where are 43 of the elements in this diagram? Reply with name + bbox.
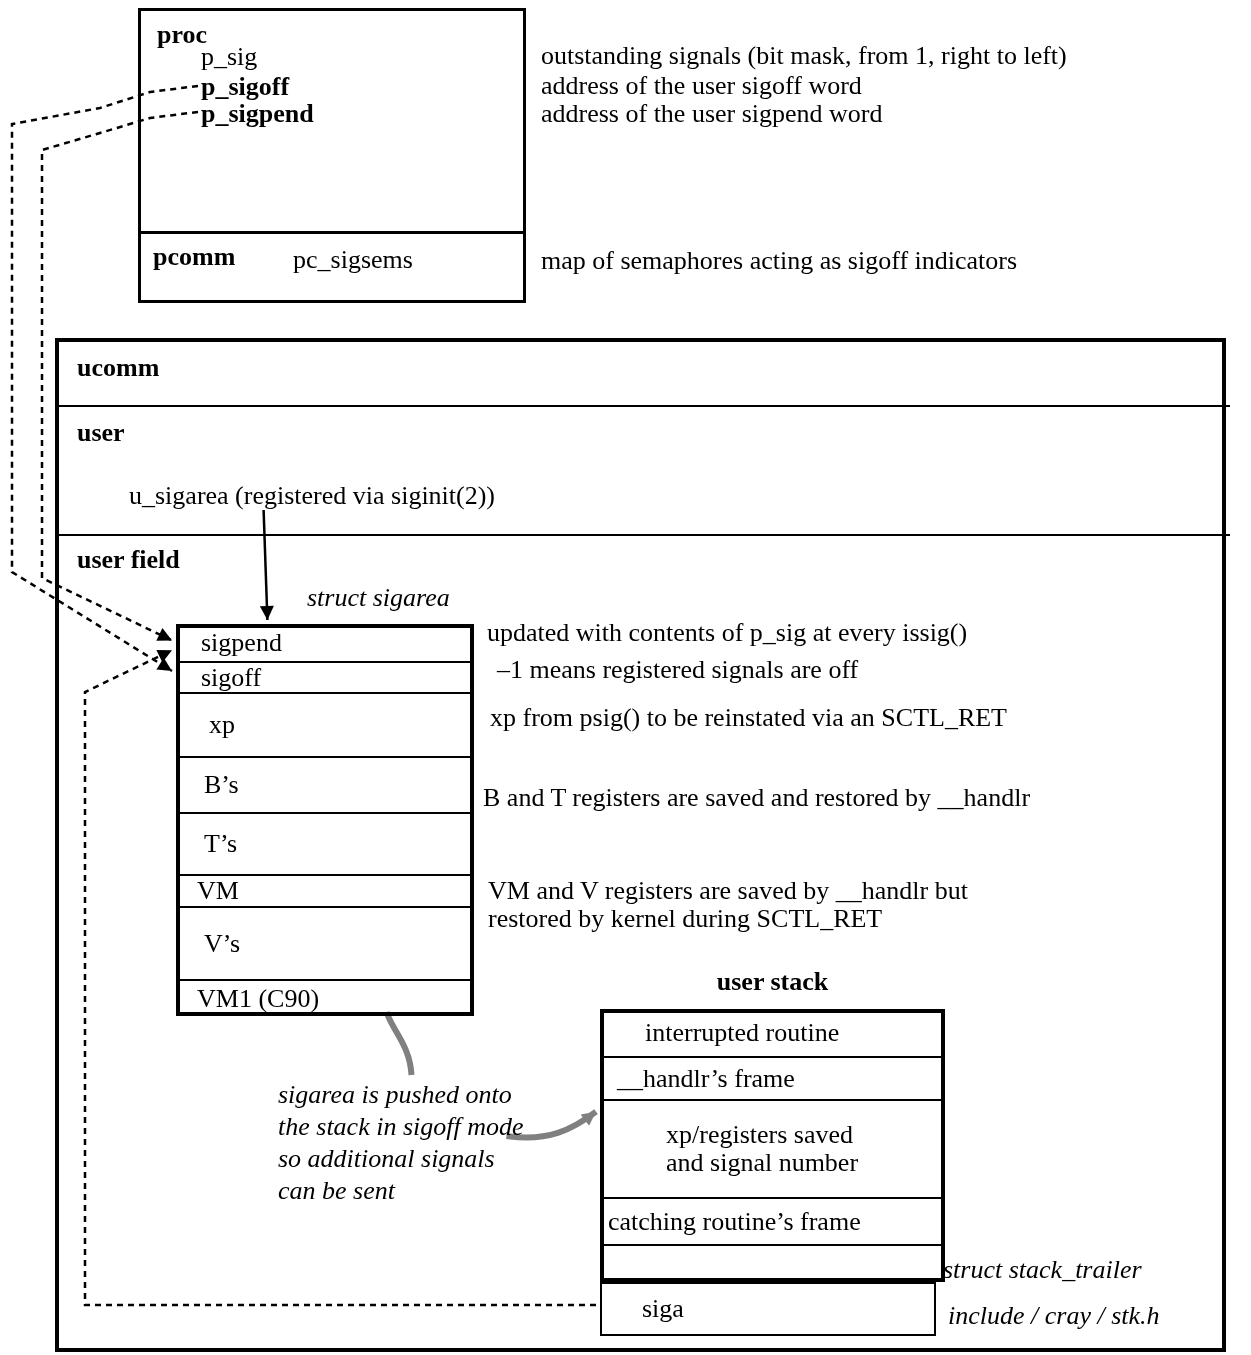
field-description: struct stack_trailer — [943, 1256, 1142, 1284]
field-description: include / cray / stk.h — [948, 1302, 1160, 1330]
struct-title: struct sigarea — [307, 584, 450, 612]
note-text: address of the user sigpend word — [541, 100, 883, 128]
note-text: updated with contents of p_sig at every issig() — [487, 619, 968, 647]
section-title: pcomm — [153, 243, 236, 271]
field-name: pc_sigsems — [293, 246, 463, 276]
field-name: u_sigarea (registered via siginit(2)) — [129, 482, 549, 514]
field-description: xp from psig() to be reinstated via an SCTL_RET — [490, 704, 1007, 732]
stack-frame: interrupted routine — [600, 1009, 945, 1056]
dashed-arrow — [10, 84, 199, 673]
section-title: user field — [77, 546, 180, 574]
wavy-arrow — [506, 1109, 598, 1141]
wavy-line — [383, 1011, 415, 1076]
struct-field: sigoff — [176, 661, 474, 692]
struct-field: V’s — [176, 906, 474, 979]
stack-frame: __handlr’s frame — [600, 1056, 945, 1099]
stack-frame: siga — [600, 1282, 936, 1336]
dashed-arrow — [83, 649, 596, 1307]
arrow — [259, 509, 274, 621]
annotation-text: sigarea is pushed onto the stack in sigoff mode so additional signals can be sent — [278, 1079, 528, 1244]
stack-frame: xp/registers saved and signal number — [600, 1099, 945, 1197]
struct-field: sigpend — [176, 624, 474, 661]
stack-title: user stack — [715, 968, 830, 996]
note-text: outstanding signals (bit mask, from 1, right to left) — [541, 42, 1067, 70]
struct-field: T’s — [176, 812, 474, 874]
struct-field: B’s — [176, 756, 474, 812]
note-text: address of the user sigoff word — [541, 72, 862, 100]
field-description: –1 means registered signals are off — [497, 656, 859, 684]
field-name: p_sigpend — [201, 100, 371, 130]
memory-section — [138, 8, 526, 234]
field-name: p_sigoff — [201, 73, 336, 103]
stack-frame: catching routine’s frame — [600, 1197, 945, 1244]
struct-field: VM1 (C90) — [176, 979, 474, 1016]
note-text: VM and V registers are saved by __handlr but restored by kernel during SCTL_RET — [488, 877, 969, 933]
dashed-arrow — [40, 110, 199, 642]
memory-section — [138, 233, 526, 303]
note-text: B and T registers are saved and restored by __handlr — [483, 784, 1032, 812]
struct-field: xp — [176, 692, 474, 756]
section-title: ucomm — [77, 354, 160, 382]
note-text: map of semaphores acting as sigoff indicators — [541, 247, 1018, 275]
struct-field: VM — [176, 874, 474, 906]
section-title: user — [77, 419, 125, 447]
